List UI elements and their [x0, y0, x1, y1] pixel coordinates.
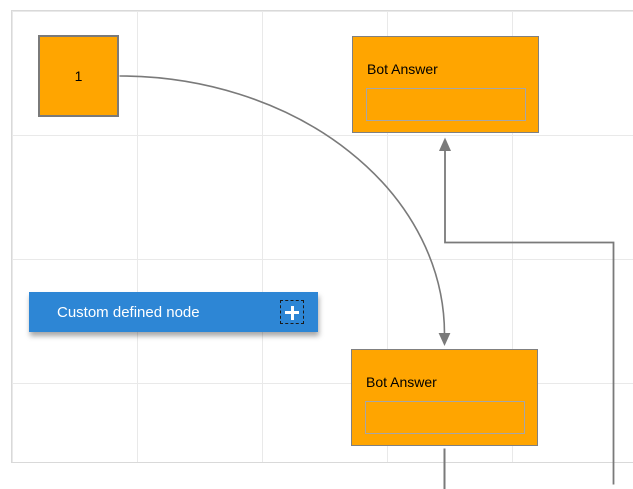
bot-answer-node-top[interactable]: Bot Answer: [352, 36, 539, 133]
orthogonal-connector[interactable]: [444, 151, 615, 485]
plus-icon[interactable]: [280, 300, 304, 324]
bot-answer-node-bottom[interactable]: Bot Answer: [351, 349, 538, 446]
bot-answer-label: Bot Answer: [366, 374, 437, 390]
bot-answer-input[interactable]: [366, 88, 526, 121]
bot-answer-label: Bot Answer: [367, 61, 438, 77]
custom-defined-node-label: Custom defined node: [57, 303, 200, 321]
plus-icon-bar: [290, 305, 294, 320]
custom-defined-node[interactable]: Custom defined node: [29, 292, 318, 332]
square-node-1[interactable]: 1: [38, 35, 119, 117]
square-node-label: 1: [74, 68, 83, 84]
bot-answer-input[interactable]: [365, 401, 525, 434]
curved-connector[interactable]: [119, 75, 446, 335]
